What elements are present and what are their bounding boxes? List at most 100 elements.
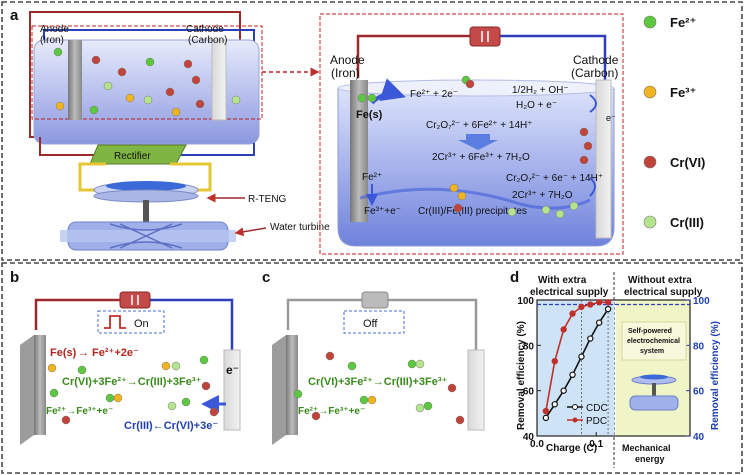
zoom-ions — [357, 75, 593, 219]
b-fe-s: Fe(s) — [50, 347, 77, 359]
legend-swatch-0 — [643, 15, 657, 29]
ion-dot — [171, 361, 181, 371]
fe2-label: Fe²⁺ — [362, 172, 382, 183]
ion-dot — [465, 79, 475, 89]
c-power-source — [361, 291, 389, 309]
b-e-label: e⁻ — [226, 363, 239, 377]
b-cathode-plate — [223, 349, 241, 431]
ion-dot — [105, 393, 115, 403]
point-pdc-0 — [542, 407, 550, 415]
legend-label-1: Fe³⁺ — [670, 85, 696, 100]
small-cathode-label: Cathode — [186, 24, 224, 35]
y2-tick-label-0: 40 — [693, 432, 705, 443]
x-tick-label-1: 0.1 — [589, 439, 603, 450]
ion-dot — [181, 397, 191, 407]
turbine-label: Water turbine — [270, 222, 330, 233]
zoom-cathode-sub: (Carbon) — [571, 66, 618, 80]
zoom-anode-plate — [350, 80, 368, 222]
eq-cathode-2: H₂O + e⁻ — [516, 100, 557, 111]
point-cdc-3 — [569, 371, 576, 378]
panel-b-letter: b — [10, 269, 19, 286]
ion-dot — [325, 351, 335, 361]
zoom-anode-sub: (Iron) — [331, 66, 360, 80]
self-powered-3: system — [640, 348, 664, 355]
off-label: Off — [363, 318, 378, 330]
ion-dot — [457, 191, 467, 201]
rectifier-label: Rectifier — [114, 151, 151, 162]
panel-a-frame — [1, 1, 743, 261]
ion-dot — [55, 101, 65, 111]
small-reactor: Anode (Iron) Cathode (Carbon) — [29, 11, 263, 145]
x-tick-label-0: 0.0 — [530, 439, 544, 450]
self-powered-2: electrochemical — [627, 338, 680, 345]
ion-dot — [113, 393, 123, 403]
ion-dot — [199, 355, 209, 365]
small-cathode-plate — [211, 39, 227, 121]
teng-shaft — [143, 200, 149, 224]
fe3-label: Fe³⁺+e⁻ — [364, 206, 401, 217]
c-eq-3: Fe²⁺→Fe³⁺+e⁻ — [298, 406, 365, 417]
zoom-box — [319, 13, 624, 255]
point-cdc-7 — [604, 305, 612, 313]
ion-dot — [183, 59, 193, 69]
ion-dot — [541, 205, 551, 215]
off-box — [343, 310, 405, 334]
ion-dot — [555, 209, 565, 219]
chart-bg-right — [616, 300, 690, 436]
legend-cdc-label: CDC — [586, 403, 608, 414]
d-title-right-1: Without extra — [628, 275, 692, 286]
self-powered-1: Self-powered — [628, 328, 672, 335]
zoom-anode-label: Anode — [330, 53, 365, 67]
ion-dot — [583, 141, 593, 151]
power-source — [469, 26, 501, 47]
chart-frame — [536, 299, 691, 437]
point-pdc-4 — [578, 303, 585, 310]
ion-dot — [161, 361, 171, 371]
panel-d-letter: d — [510, 269, 519, 286]
ion-dot — [117, 67, 127, 77]
ion-dot — [231, 95, 241, 105]
point-cdc-2 — [560, 387, 567, 394]
point-pdc-1 — [551, 358, 558, 365]
ion-dot — [569, 201, 579, 211]
ion-legend: Fe²⁺ Fe³⁺ Cr(VI) Cr(III) — [643, 15, 705, 230]
d-title-left-2: electrical supply — [530, 287, 609, 298]
ion-dot — [77, 365, 87, 375]
small-anode-plate — [68, 40, 82, 120]
legend-cdc-marker — [572, 404, 578, 410]
point-pdc-2 — [560, 326, 567, 333]
ion-dot — [125, 93, 135, 103]
ion-dot — [167, 401, 177, 411]
y-tick-label-2: 80 — [523, 341, 535, 352]
c-anode-plate — [286, 335, 298, 435]
y-axis-label: Removal efficiency (%) — [516, 321, 527, 430]
legend-swatch-2 — [643, 155, 657, 169]
ion-dot — [165, 87, 175, 97]
legend-pdc-label: PDC — [586, 416, 607, 427]
small-anode-sub: (Iron) — [40, 35, 64, 46]
ion-dot — [103, 81, 113, 91]
panel-c-letter: c — [262, 269, 270, 286]
chart-series — [542, 299, 612, 422]
eq-cathode-4: 2Cr³⁺ + 7H₂O — [512, 190, 573, 201]
rectifier-teng: Rectifier R-TENG Water turbine — [39, 137, 330, 251]
y-tick-label-3: 100 — [517, 296, 534, 307]
point-pdc-7 — [604, 299, 612, 306]
eq-arrow-down — [458, 134, 498, 150]
ion-dot — [415, 359, 425, 369]
ion-dot — [579, 127, 589, 137]
ion-dot — [447, 383, 457, 393]
legend-label-3: Cr(III) — [670, 215, 704, 230]
legend-label-0: Fe²⁺ — [670, 15, 696, 30]
self-powered-box — [621, 321, 687, 361]
rteng-label: R-TENG — [248, 194, 287, 205]
ion-dot — [143, 95, 153, 105]
legend-label-2: Cr(VI) — [670, 155, 705, 170]
panel-c-reactor: Off Cr(VI)+3Fe²⁺→Cr(III)+3Fe³⁺ Fe²⁺→Fe³⁺… — [272, 291, 485, 445]
ion-dot — [89, 105, 99, 115]
b-ions — [47, 355, 219, 425]
ion-dot — [357, 93, 367, 103]
